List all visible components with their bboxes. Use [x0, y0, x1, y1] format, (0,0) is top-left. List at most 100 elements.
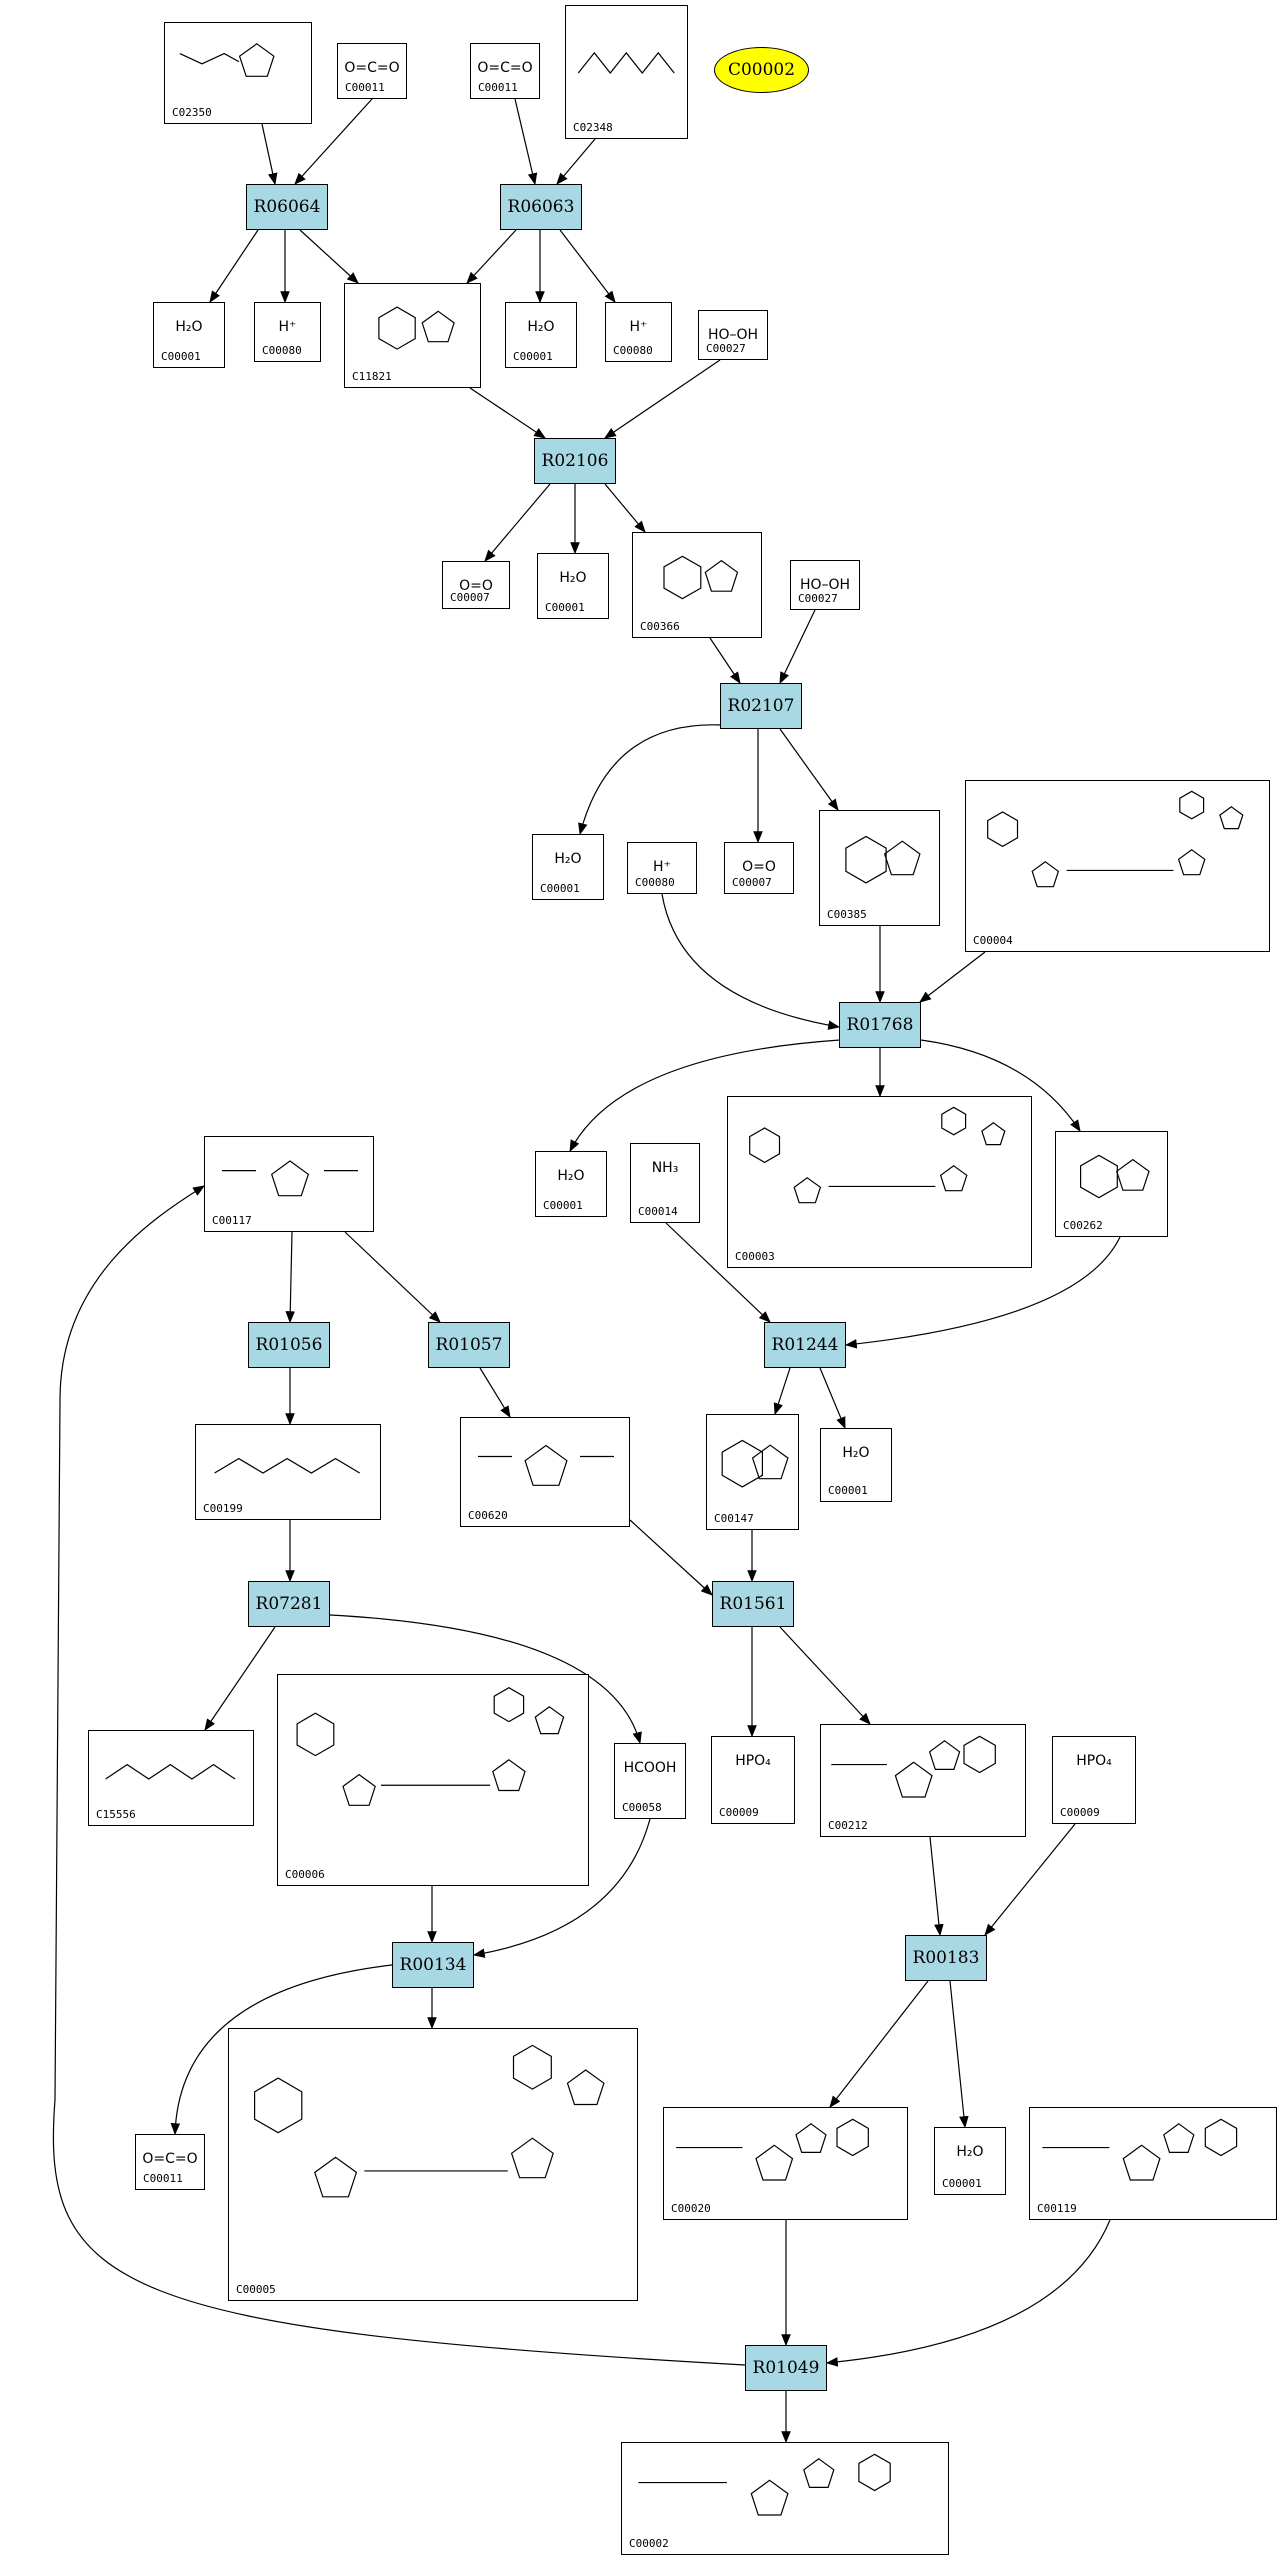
compound-c00117[interactable]: C00117 [204, 1136, 374, 1232]
reaction-edge-arrow [556, 138, 596, 185]
chemical-structure-icon [1080, 1154, 1150, 1199]
reaction-r01561[interactable]: R01561 [712, 1581, 794, 1627]
compound-id-label: C00080 [613, 344, 653, 357]
compound-formula: H₂O [554, 851, 582, 867]
compound-c00080[interactable]: H⁺C00080 [254, 302, 321, 362]
compound-c00147[interactable]: C00147 [706, 1414, 799, 1530]
compound-formula: H₂O [842, 1445, 870, 1461]
reaction-r01057[interactable]: R01057 [428, 1322, 510, 1368]
compound-c00004[interactable]: C00004 [965, 780, 1270, 952]
reaction-r01049[interactable]: R01049 [745, 2345, 827, 2391]
compound-c02350[interactable]: C02350 [164, 22, 312, 124]
compound-formula: HPO₄ [735, 1753, 771, 1769]
compound-formula: HO–OH [707, 327, 759, 343]
compound-c00058[interactable]: HCOOH C00058 [614, 1743, 686, 1819]
chemical-structure-icon [214, 1457, 360, 1474]
reaction-r06063[interactable]: R06063 [500, 184, 582, 230]
compound-formula: O=O [742, 859, 776, 875]
compound-c00020[interactable]: C00020 [663, 2107, 908, 2220]
compound-c00002[interactable]: C00002 [621, 2442, 949, 2555]
compound-c00001[interactable]: H₂O C00001 [537, 553, 609, 619]
compound-id-label: C00007 [450, 591, 490, 604]
compound-id-label: C00080 [262, 344, 302, 357]
reaction-r01056[interactable]: R01056 [248, 1322, 330, 1368]
compound-formula: H₂O [559, 570, 587, 586]
reaction-r00134[interactable]: R00134 [392, 1942, 474, 1988]
reaction-edge-arrow [514, 98, 538, 186]
compound-c00366[interactable]: C00366 [632, 532, 762, 638]
compound-c00620[interactable]: C00620 [460, 1417, 630, 1527]
compound-id-label: C00003 [735, 1250, 775, 1263]
chemical-structure-icon [222, 1160, 358, 1197]
reaction-r06064[interactable]: R06064 [246, 184, 328, 230]
reaction-r01768[interactable]: R01768 [839, 1002, 921, 1048]
compound-c00009[interactable]: HPO₄ C00009 [711, 1736, 795, 1824]
reaction-edge-arrow [472, 1818, 651, 1958]
compound-c00005[interactable]: C00005 [228, 2028, 638, 2301]
reaction-r01244[interactable]: R01244 [764, 1322, 846, 1368]
reaction-edge-arrow [919, 951, 986, 1003]
compound-c00080[interactable]: H⁺C00080 [605, 302, 672, 362]
reaction-edge-arrow [261, 123, 278, 186]
compound-id-label: C00009 [719, 1806, 759, 1819]
compound-id-label: C00001 [543, 1199, 583, 1212]
reaction-r02106[interactable]: R02106 [534, 438, 616, 484]
reaction-edge-arrow [569, 1039, 841, 1153]
compound-c00385[interactable]: C00385 [819, 810, 940, 926]
chemical-structure-icon [478, 1444, 614, 1486]
reaction-r07281[interactable]: R07281 [248, 1581, 330, 1627]
chemical-structure-icon [845, 835, 921, 884]
compound-c00199[interactable]: C00199 [195, 1424, 381, 1520]
compound-id-label: C00004 [973, 934, 1013, 947]
chemical-structure-icon [749, 1106, 1006, 1204]
compound-id-label: C00001 [942, 2177, 982, 2190]
compound-id-label: C00058 [622, 1801, 662, 1814]
compound-c00212[interactable]: C00212 [820, 1724, 1026, 1837]
reaction-edge-arrow [779, 609, 816, 685]
reaction-edge-arrow [984, 1823, 1076, 1936]
chemical-structure-icon [1042, 2118, 1238, 2181]
reaction-r02107[interactable]: R02107 [720, 683, 802, 729]
compound-c00119[interactable]: C00119 [1029, 2107, 1277, 2220]
highlight-target-compound[interactable]: C00002 [714, 47, 809, 93]
compound-c00006[interactable]: C00006 [277, 1674, 589, 1886]
reaction-edge-arrow [466, 229, 517, 284]
reaction-edge-arrow [929, 1836, 944, 1937]
compound-c02348[interactable]: C02348 [565, 5, 688, 139]
compound-id-label: C00001 [545, 601, 585, 614]
compound-c00262[interactable]: C00262 [1055, 1131, 1168, 1237]
reaction-edge-arrow [578, 724, 723, 836]
compound-c11821[interactable]: C11821 [344, 283, 481, 388]
compound-id-label: C00001 [828, 1484, 868, 1497]
reaction-edge-arrow [294, 98, 373, 185]
compound-c00001[interactable]: H₂O C00001 [820, 1428, 892, 1502]
compound-c15556[interactable]: C15556 [88, 1730, 254, 1826]
reaction-edge-arrow [344, 1231, 441, 1323]
compound-formula: H⁺ [653, 859, 671, 875]
compound-id-label: C00001 [161, 350, 201, 363]
compound-id-label: C00009 [1060, 1806, 1100, 1819]
compound-formula: O=C=O [344, 60, 400, 76]
chemical-structure-icon [105, 1763, 236, 1780]
compound-c00003[interactable]: C00003 [727, 1096, 1032, 1268]
reaction-r00183[interactable]: R00183 [905, 1935, 987, 1981]
compound-c00080[interactable]: H⁺C00080 [627, 842, 697, 894]
compound-id-label: C00117 [212, 1214, 252, 1227]
compound-id-label: C00001 [513, 350, 553, 363]
compound-formula: HCOOH [623, 1760, 677, 1776]
